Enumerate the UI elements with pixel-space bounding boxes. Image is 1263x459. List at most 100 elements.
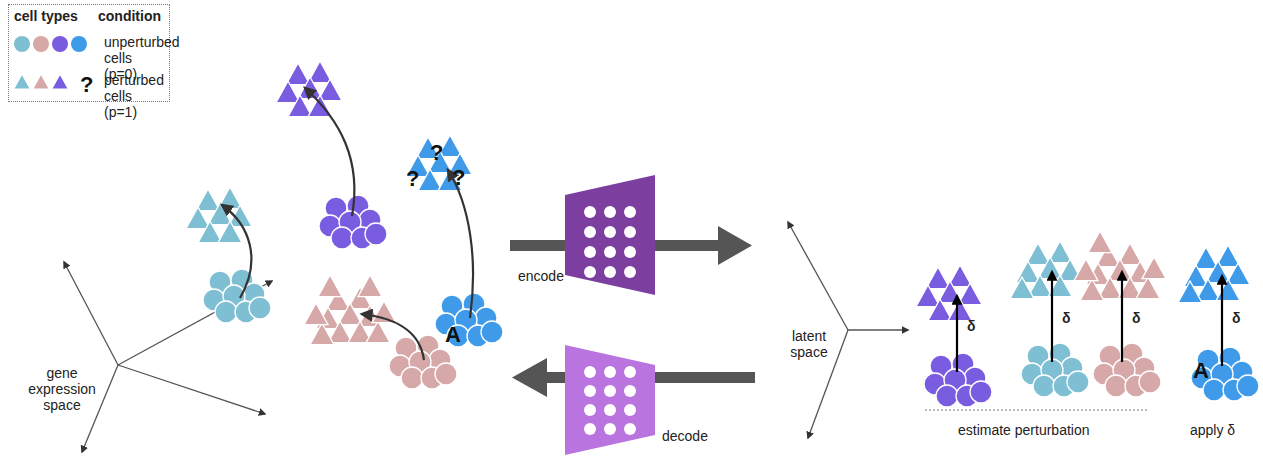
- network-node: [624, 226, 636, 238]
- network-node: [624, 385, 636, 397]
- network-node: [584, 404, 596, 416]
- network-node: [584, 246, 596, 258]
- group-label: estimate perturbation: [958, 422, 1090, 438]
- legend-text: perturbed cells (p=1): [104, 72, 168, 120]
- cell-circle: [481, 321, 503, 343]
- cell-triangle: [1038, 257, 1062, 279]
- unknown-mark: ?: [430, 140, 443, 165]
- cell-triangle: [318, 275, 342, 297]
- legend-circle: [71, 36, 87, 52]
- cell-triangle: [1184, 265, 1208, 287]
- axis-label: gene expression space: [20, 365, 104, 413]
- network-node: [604, 404, 616, 416]
- cell-triangle: [338, 303, 362, 325]
- cell-triangle: [366, 321, 390, 343]
- network-node: [604, 226, 616, 238]
- network-node: [604, 266, 616, 278]
- delta-label: δ: [1062, 310, 1071, 326]
- unknown-mark: ?: [406, 166, 419, 191]
- unknown-mark: ?: [452, 165, 465, 190]
- cell-triangle: [1136, 277, 1160, 299]
- axis-label: latent space: [778, 328, 840, 360]
- cell-circle: [1139, 371, 1161, 393]
- cell-clusters: [186, 61, 1259, 407]
- cell-triangle: [288, 95, 312, 117]
- decoder-network: [565, 345, 655, 455]
- network-node: [624, 206, 636, 218]
- cell-triangle: [926, 267, 950, 289]
- network-node: [584, 226, 596, 238]
- encoder-network: [565, 175, 655, 295]
- legend-unknown: ?: [80, 72, 93, 97]
- delta-label: δ: [967, 318, 976, 334]
- cell-triangle: [196, 189, 220, 211]
- cell-circle: [1237, 375, 1259, 397]
- cell-triangle: [1178, 281, 1202, 303]
- network-node: [604, 246, 616, 258]
- cell-triangle: [208, 203, 232, 225]
- cell-triangle: [938, 281, 962, 303]
- cell-circle: [331, 227, 353, 249]
- cell-triangle: [52, 74, 69, 89]
- cell-triangle: [276, 81, 300, 103]
- network-node: [584, 366, 596, 378]
- cell-triangle: [33, 74, 50, 89]
- cell-triangle: [1216, 279, 1240, 301]
- network-node: [624, 266, 636, 278]
- cell-triangle: [948, 299, 972, 321]
- network-node: [604, 423, 616, 435]
- network-nodes: [584, 206, 636, 435]
- network-node: [624, 366, 636, 378]
- cell-triangle: [186, 207, 210, 229]
- cell-circle: [936, 385, 958, 407]
- delta-label: δ: [1132, 310, 1141, 326]
- network-node: [604, 385, 616, 397]
- cell-triangle: [1194, 247, 1218, 269]
- cell-triangle: [928, 299, 952, 321]
- cell-triangle: [916, 285, 940, 307]
- cell-circle: [970, 381, 992, 403]
- cell-triangle: [304, 303, 328, 325]
- cell-circle: [435, 363, 457, 385]
- arrow-label: decode: [662, 428, 708, 444]
- cell-type-tag: A: [1193, 358, 1209, 383]
- group-rule: [925, 410, 1148, 411]
- network-node: [624, 404, 636, 416]
- cell-triangle: [1080, 279, 1104, 301]
- cell-triangle: [1016, 261, 1040, 283]
- network-node: [584, 266, 596, 278]
- legend-header: cell types: [14, 8, 78, 24]
- cell-triangle: [1088, 231, 1112, 253]
- delta-arrows: [957, 272, 1222, 372]
- perturbation-arrows: [222, 88, 473, 360]
- network-node: [584, 423, 596, 435]
- cell-triangle: [286, 63, 310, 85]
- cell-triangle: [1074, 259, 1098, 281]
- legend-circle: [52, 36, 68, 52]
- network-node: [624, 246, 636, 258]
- delta-label: δ: [1232, 310, 1241, 326]
- network-node: [584, 206, 596, 218]
- cell-circle: [1067, 371, 1089, 393]
- cell-triangle: [1142, 257, 1166, 279]
- network-node: [604, 206, 616, 218]
- axes: [64, 222, 908, 452]
- legend-header: condition: [98, 8, 161, 24]
- network-node: [584, 385, 596, 397]
- cell-circle: [401, 367, 423, 389]
- cell-triangle: [298, 77, 322, 99]
- legend-circle: [14, 36, 30, 52]
- arrow-label: encode: [518, 268, 564, 284]
- cell-triangle: [310, 323, 334, 345]
- network-node: [624, 423, 636, 435]
- cell-circle: [249, 297, 271, 319]
- group-label: apply δ: [1190, 422, 1235, 438]
- cell-type-tag: A: [445, 322, 461, 347]
- cell-triangle: [1108, 259, 1132, 281]
- cell-triangle: [218, 221, 242, 243]
- cell-triangle: [358, 275, 382, 297]
- cell-triangle: [1010, 277, 1034, 299]
- cell-circle: [1105, 375, 1127, 397]
- cell-triangle: [1206, 261, 1230, 283]
